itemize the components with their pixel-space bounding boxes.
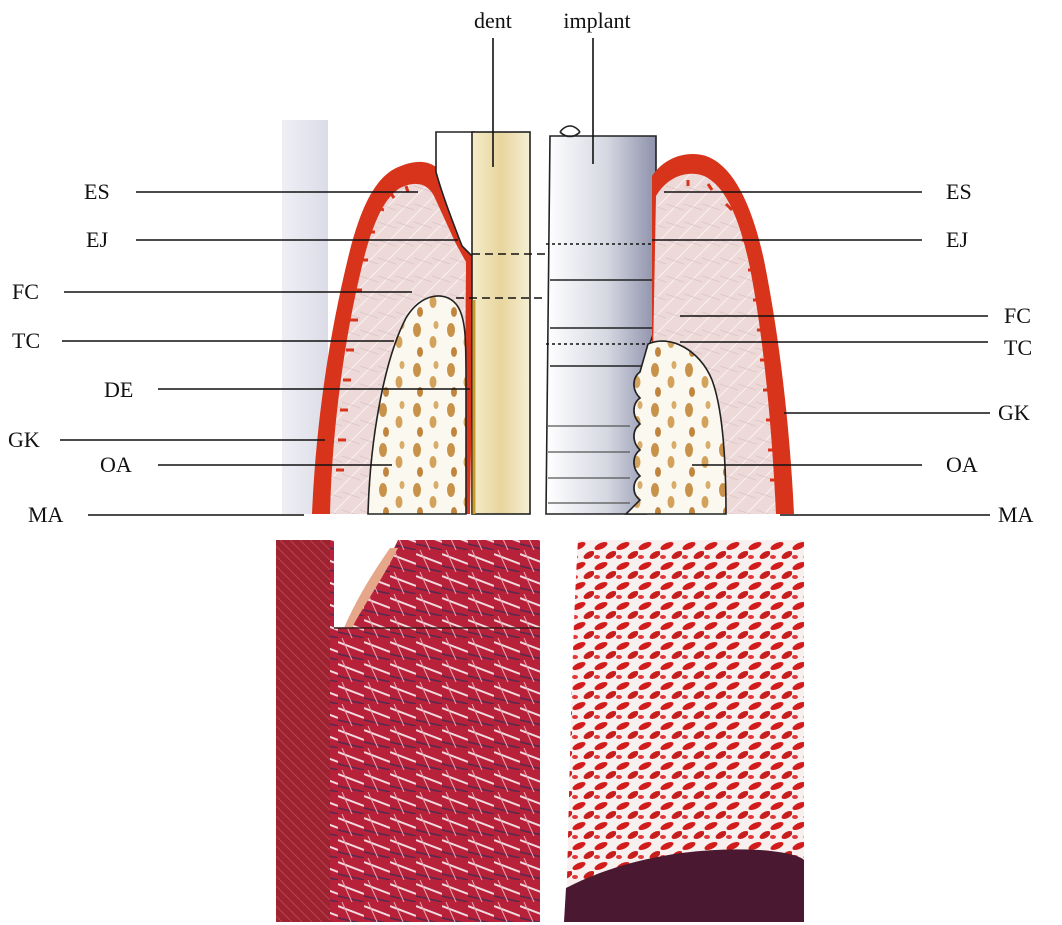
label-right-es: ES [946, 179, 972, 204]
label-left-gk: GK [8, 427, 40, 452]
label-right-gk: GK [998, 400, 1030, 425]
histology-divider [540, 540, 546, 922]
histology-dentin-strip [276, 540, 330, 922]
label-right-ej: EJ [946, 227, 968, 252]
label-left-ma: MA [28, 502, 64, 527]
label-right-oa: OA [946, 452, 978, 477]
label-left-de: DE [104, 377, 133, 402]
label-dent: dent [474, 8, 512, 33]
label-left-oa: OA [100, 452, 132, 477]
label-left-es: ES [84, 179, 110, 204]
label-right-tc: TC [1004, 335, 1032, 360]
label-implant: implant [563, 8, 630, 33]
histology-micrographs [276, 540, 804, 922]
tooth-root [472, 132, 530, 514]
label-left-fc: FC [12, 279, 39, 304]
implant-top-mark [560, 126, 580, 137]
label-left-tc: TC [12, 328, 40, 353]
label-right-ma: MA [998, 502, 1034, 527]
label-left-ej: EJ [86, 227, 108, 252]
schematic-illustration [282, 120, 794, 514]
label-right-fc: FC [1004, 303, 1031, 328]
